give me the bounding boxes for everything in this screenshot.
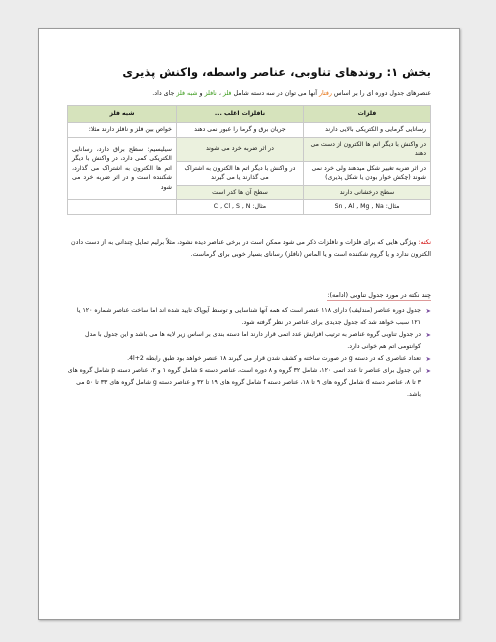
intro-text-middle: آنها می توان در سه دسته شامل (231, 90, 319, 97)
table-row: سطح درخشانی دارند سطح آن ها کدر است (68, 184, 432, 200)
bullet-text: در جدول تناوبی گروه عناصر به ترتیب افزای… (84, 330, 421, 350)
list-item: ➤ تعداد عناصری که در دسته g در صورت ساخته… (67, 353, 431, 365)
cell-metalloid-properties: خواص بین فلز و نافلز دارند مثلا: (67, 122, 177, 138)
cell-metal-examples: مثال: Sn , Al , Mg , Na (302, 199, 432, 215)
arrow-bullet-icon: ➤ (425, 330, 431, 339)
cell-nonmetal-examples: مثال: C , Cl , S , N (175, 199, 304, 215)
arrow-bullet-icon: ➤ (425, 354, 431, 363)
cell-metal-malleable: در اثر ضربه تغییر شکل میدهند ولی خرد نمی… (302, 160, 432, 186)
table-row: در واکنش با دیگر اتم ها الکترون از دست م… (67, 136, 432, 200)
cell-nonmetal-electron-share: در واکنش با دیگر اتم ها الکترون به اشترا… (175, 160, 304, 186)
intro-text-after: جای داد. (152, 90, 177, 97)
list-item: ➤ جدول دوره عناصر (مندلیف) دارای ۱۱۸ عنصر… (67, 305, 431, 329)
intro-separator-1: ، (216, 90, 223, 97)
cell-metalloid-empty (67, 199, 177, 215)
arrow-bullet-icon: ➤ (425, 306, 431, 315)
bullet-text: تعداد عناصری که در دسته g در صورت ساخته … (127, 354, 421, 362)
header-metals: فلزات (302, 105, 432, 123)
table-row: رسانایی گرمایی و الکتریکی بالایی دارند ج… (67, 122, 432, 138)
bullet-text: این جدول برای عناصر تا عدد اتمی ۱۲۰، شام… (67, 366, 421, 398)
cell-metal-conductivity: رسانایی گرمایی و الکتریکی بالایی دارند (302, 122, 432, 138)
intro-paragraph: عنصرهای جدول دوره ای را بر اساس رفتار آن… (67, 89, 431, 99)
note-text: ویژگی هایی که برای فلزات و نافلزات ذکر م… (71, 238, 431, 258)
list-item: ➤ در جدول تناوبی گروه عناصر به ترتیب افزا… (67, 329, 431, 353)
cell-metal-electron-loss: در واکنش با دیگر اتم ها الکترون از دست م… (302, 136, 432, 162)
section-title: بخش ۱: روندهای تناوبی، عناصر واسطه، واکن… (122, 65, 431, 79)
arrow-bullet-icon: ➤ (425, 366, 431, 375)
intro-keyword-metalloids: شبه فلز (176, 90, 198, 97)
intro-keyword-metals: فلز (222, 90, 232, 97)
header-nonmetals: نافلزات اغلب ... (175, 105, 304, 123)
cell-nonmetal-conductivity: جریان برق و گرما را عبور نمی دهند (175, 122, 304, 138)
element-classes-table: فلزات نافلزات اغلب ... شبه فلز رسانایی گ… (67, 105, 432, 215)
note-paragraph: نکته: ویژگی هایی که برای فلزات و نافلزات… (67, 237, 431, 261)
cell-metal-shiny: سطح درخشانی دارند (302, 184, 432, 200)
intro-keyword-nonmetals: نافلز (204, 90, 217, 97)
intro-keyword-behavior: رفتار (318, 90, 332, 97)
header-metalloids: شبه فلز (67, 105, 177, 123)
table-row: مثال: Sn , Al , Mg , Na مثال: C , Cl , S… (67, 199, 432, 215)
bullet-list: ➤ جدول دوره عناصر (مندلیف) دارای ۱۱۸ عنصر… (67, 305, 431, 401)
document-page: بخش ۱: روندهای تناوبی، عناصر واسطه، واکن… (38, 28, 460, 620)
table-row: در اثر ضربه تغییر شکل میدهند ولی خرد نمی… (68, 160, 432, 186)
bullet-text: جدول دوره عناصر (مندلیف) دارای ۱۱۸ عنصر … (76, 306, 421, 326)
note-label: نکته: (418, 238, 431, 246)
intro-text-before: عنصرهای جدول دوره ای را بر اساس (331, 90, 431, 97)
page-content: بخش ۱: روندهای تناوبی، عناصر واسطه، واکن… (67, 65, 432, 401)
cell-metalloid-silicon: سیلیسیم: سطح براق دارد، رسانایی الکتریکی… (67, 136, 177, 200)
section-heading: چند نکته در مورد جدول تناوبی (ادامه): (327, 290, 431, 301)
cell-nonmetal-dull: سطح آن ها کدر است (175, 184, 304, 200)
list-item: ➤ این جدول برای عناصر تا عدد اتمی ۱۲۰، شا… (67, 365, 431, 401)
table-header-row: فلزات نافلزات اغلب ... شبه فلز (67, 105, 432, 123)
cell-nonmetal-brittle: در اثر ضربه خرد می شوند (175, 136, 304, 162)
intro-separator-2: و (197, 90, 205, 97)
